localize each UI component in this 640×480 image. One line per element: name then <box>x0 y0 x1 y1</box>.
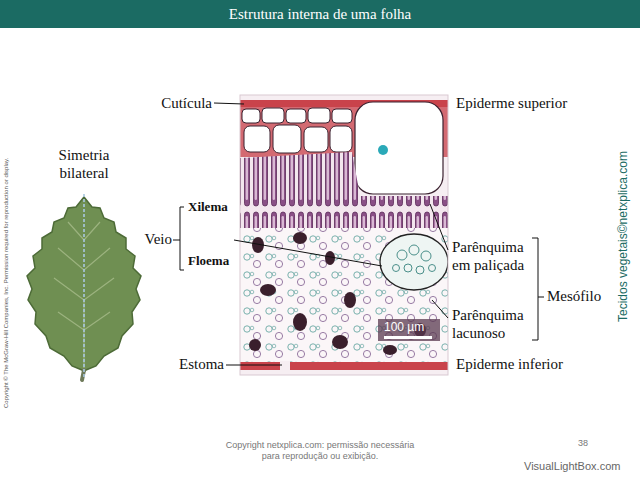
leader-lines <box>173 103 544 365</box>
vein-cells <box>393 245 436 274</box>
leaf-illustration <box>27 194 141 380</box>
page-number: 38 <box>578 438 588 449</box>
part-label: Cutícula <box>161 94 212 112</box>
part-label: Parênquima em paliçada <box>452 238 534 274</box>
part-label: Parênquima lacunoso <box>452 306 534 342</box>
large-cell <box>355 102 443 194</box>
part-label: Epiderme superior <box>456 94 567 112</box>
stoma-opening <box>280 361 290 371</box>
micrograph-ground <box>240 95 448 375</box>
watermark: VisualLightBox.com <box>524 460 620 473</box>
micrograph-frame <box>240 95 448 375</box>
lower-epidermis <box>240 362 448 370</box>
spongy-cells <box>240 228 448 362</box>
leaf-micrograph <box>240 95 448 375</box>
copyright-note: Copyright netxplica.com: permissão neces… <box>216 440 424 462</box>
scale-patch <box>378 319 440 341</box>
slide-title: Estrutura interna de uma folha <box>0 0 640 28</box>
part-label: Epiderme inferior <box>456 355 563 373</box>
vein-outline <box>380 234 448 290</box>
part-label: Xilema <box>188 199 228 215</box>
part-label: Estoma <box>179 355 224 373</box>
part-label: Simetria bilateral <box>44 146 124 182</box>
palisade-cells <box>240 152 448 228</box>
scale-label: 100 µm <box>384 320 424 334</box>
part-label: Veio <box>145 230 173 248</box>
title-bar <box>0 0 640 28</box>
copyright-note: Copyright © The McGraw-Hill Companies, I… <box>3 158 10 408</box>
epidermis-cells <box>242 108 352 153</box>
cell-nucleus <box>378 145 388 155</box>
part-label: Mesófilo <box>547 287 601 305</box>
watermark: Tecidos vegetais©netxplica.com <box>616 151 630 322</box>
part-label: Floema <box>188 253 229 269</box>
symmetry-axis <box>83 194 85 378</box>
scale-bar <box>384 336 432 339</box>
